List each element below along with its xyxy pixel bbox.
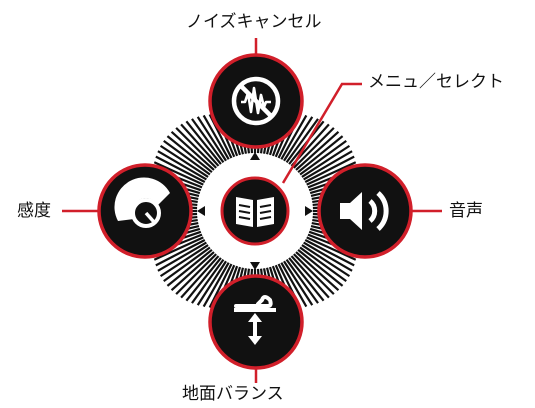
sunburst-ray [293,127,335,169]
sunburst-ray [304,239,355,267]
sunburst-ray [304,155,355,183]
sunburst-ray [283,116,314,162]
sunburst-ray [208,263,233,309]
sunburst-ray [166,248,213,287]
sunburst-ray [185,257,222,302]
sunburst-ray [175,253,217,295]
noise-cancel-button[interactable] [208,53,304,149]
menu-book-icon [236,197,274,227]
sunburst-ray [153,161,204,186]
sunburst-ray [202,262,230,308]
sunburst-ray [299,139,347,176]
sunburst-ray [202,114,230,160]
arrow-down-icon [250,262,260,270]
sunburst-ray [170,130,215,171]
volume-label: 音声 [449,201,483,221]
sunburst-ray [288,257,325,302]
sunburst-ray [170,251,215,292]
menu-select-label: メニュ／セレクト [368,72,504,92]
sunburst-ray [295,130,340,171]
sunburst-ray [163,246,211,283]
sunburst-ray [157,241,207,272]
sunburst-ray [290,255,330,299]
sunburst-ray [306,236,357,261]
sunburst-ray [280,114,308,160]
sunburst-ray [280,262,308,308]
sunburst-ray [285,118,319,164]
leader-menu-select [281,82,362,184]
noise-cancel-label: ノイズキャンセル [186,12,322,32]
ground-balance-icon [234,295,276,345]
sunburst-ray [155,155,206,183]
sensitivity-dial-icon [114,177,170,228]
sensitivity-button[interactable] [97,163,193,259]
sunburst-ray [285,258,319,304]
arrow-right-icon [305,206,313,216]
sunburst-ray [301,244,351,278]
volume-button[interactable] [317,163,413,259]
sunburst-ray [295,251,340,292]
sunburst-ray [196,116,227,162]
arrow-left-icon [197,206,205,216]
sunburst-ray [153,236,204,261]
sunburst-ray [303,150,353,181]
sunburst-ray [283,260,314,306]
sensitivity-label: 感度 [17,201,51,221]
sunburst-ray [175,127,217,169]
sunburst-ray [155,239,206,267]
noise-cancel-icon [231,76,281,126]
arrow-up-icon [250,152,260,160]
direction-arrows [197,152,313,270]
sunburst-ray [163,139,211,176]
sunburst-ray [303,241,353,272]
sunburst-ray [301,144,351,178]
sunburst-ray [185,120,222,165]
sunburst-ray [306,161,357,186]
sunburst-ray [157,150,207,181]
menu-select-button[interactable] [220,176,290,246]
sunburst-ray [159,144,209,178]
speaker-icon [340,191,389,231]
sunburst-ray [180,123,220,167]
sunburst-ray [196,260,227,306]
sunburst-ray [166,135,213,174]
sunburst-ray [297,248,344,287]
sunburst-ray [293,253,335,295]
sunburst-ray [159,244,209,278]
ground-balance-label: 地面バランス [182,384,284,404]
sunburst-ray [180,255,220,299]
sunburst-ray [191,118,225,164]
ground-balance-button[interactable] [208,274,304,370]
sunburst-ray [299,246,347,283]
sunburst-ray [297,135,344,174]
sunburst-ray [191,258,225,304]
